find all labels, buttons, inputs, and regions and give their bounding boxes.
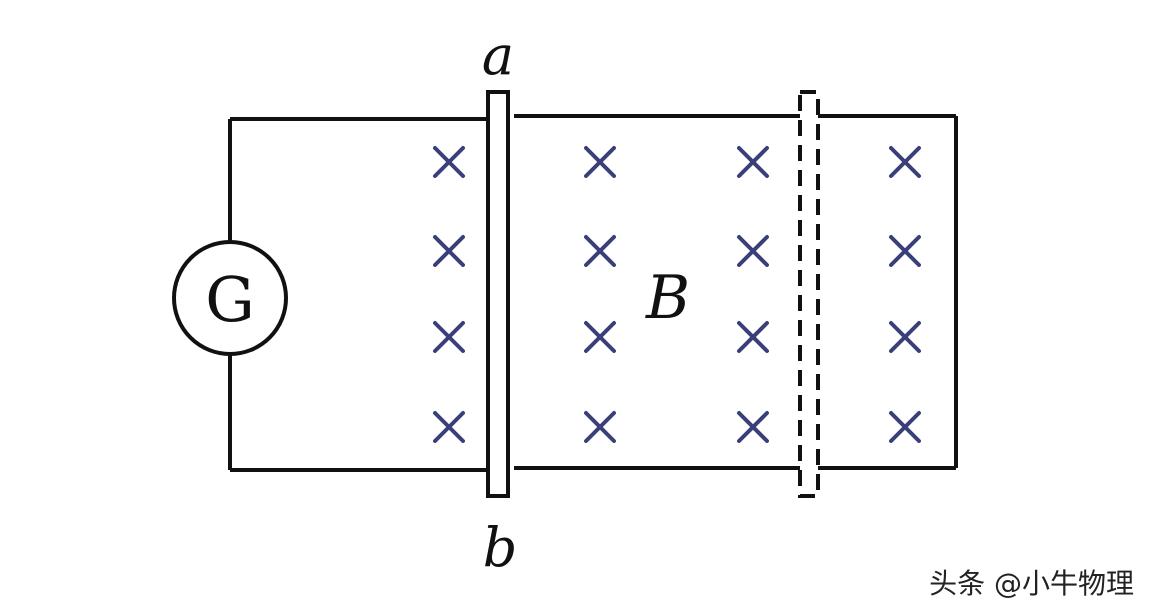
rod-label-a: a xyxy=(482,24,514,87)
galvanometer-circle xyxy=(172,240,288,356)
field-cross-marker xyxy=(584,411,616,443)
field-cross-marker xyxy=(889,411,921,443)
circuit-wires xyxy=(228,114,958,472)
rod-label-b: b xyxy=(483,516,518,579)
field-label-b: B xyxy=(645,263,690,333)
magnetic-field-crosses xyxy=(433,146,921,443)
galvanometer: G xyxy=(172,240,288,356)
field-cross-marker xyxy=(433,235,465,267)
field-cross-marker xyxy=(584,321,616,353)
galvanometer-label: G xyxy=(205,263,255,336)
field-cross-marker xyxy=(433,411,465,443)
rod-later-position-dashed xyxy=(798,90,820,498)
field-cross-marker xyxy=(737,411,769,443)
conducting-rod-ab xyxy=(486,90,510,498)
field-cross-marker xyxy=(889,235,921,267)
field-cross-marker xyxy=(433,321,465,353)
field-cross-marker xyxy=(889,146,921,178)
field-cross-marker xyxy=(584,235,616,267)
field-cross-marker xyxy=(737,146,769,178)
field-cross-marker xyxy=(889,321,921,353)
field-cross-marker xyxy=(737,235,769,267)
field-cross-marker xyxy=(433,146,465,178)
field-cross-marker xyxy=(584,146,616,178)
field-cross-marker xyxy=(737,321,769,353)
watermark-text: 头条 @小牛物理 xyxy=(929,567,1134,600)
